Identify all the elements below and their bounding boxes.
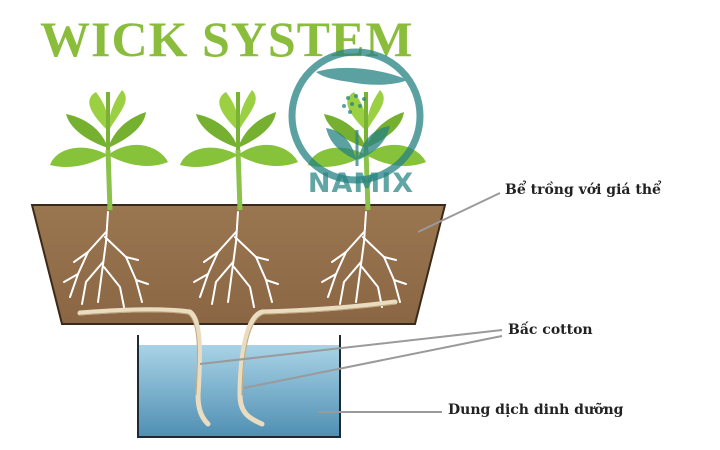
label-cotton-wick: Bấc cotton — [508, 322, 593, 338]
grow-bed — [30, 204, 447, 325]
label-grow-bed: Bể trồng với giá thể — [505, 182, 661, 198]
plant-1 — [50, 90, 168, 210]
namix-logo-icon — [288, 48, 424, 184]
namix-watermark: NAMIX — [307, 168, 415, 199]
diagram-title: WICK SYSTEM — [40, 11, 414, 67]
cotton-wicks — [77, 299, 398, 427]
callout-lines — [199, 192, 503, 413]
plant-2 — [180, 90, 298, 210]
label-nutrient-solution: Dung dịch dinh dưỡng — [448, 402, 624, 418]
